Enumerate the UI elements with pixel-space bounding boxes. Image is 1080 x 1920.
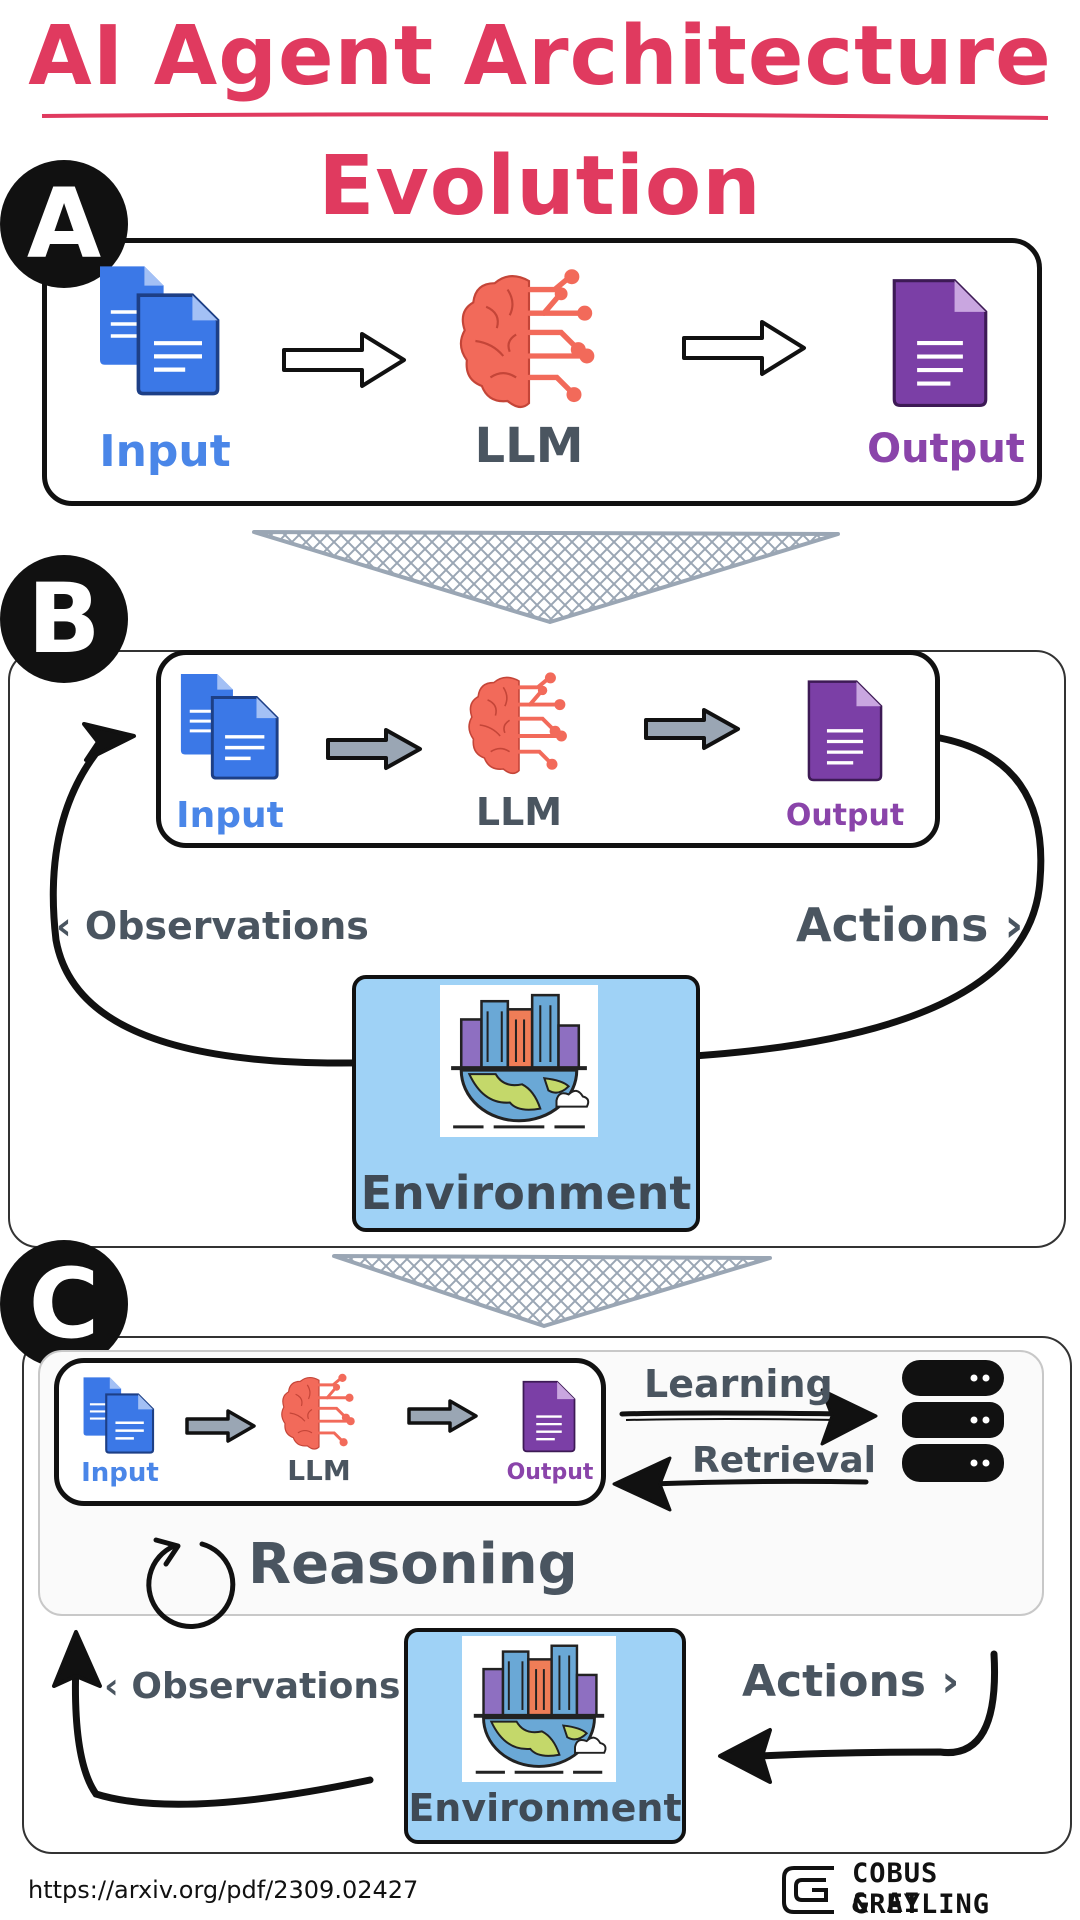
panel-a-input-label: Input: [99, 426, 231, 477]
page-title-line-1: AI Agent Architecture: [28, 9, 1052, 104]
page-title-line-2: Evolution: [318, 139, 762, 234]
panel-c-frame: [22, 1336, 1072, 1854]
panel-b-input-label: Input: [176, 795, 284, 836]
brand-name-line-1: COBUS GREYLING: [852, 1858, 991, 1920]
panel-b-environment-label: Environment: [360, 1166, 692, 1220]
arrow-right-icon: [407, 1399, 478, 1433]
source-url-link[interactable]: https://arxiv.org/pdf/2309.02427: [28, 1876, 419, 1904]
panel-b-actions-label: Actions ›: [796, 898, 1024, 952]
arrow-right-icon: [644, 708, 740, 750]
panel-c-observations-label: ‹ Observations: [104, 1666, 401, 1707]
panel-c-environment-image: [462, 1636, 616, 1782]
panel-a-frame: [42, 238, 1042, 506]
panel-b-llm-label: LLM: [475, 790, 563, 834]
panel-c-input-label: Input: [81, 1458, 159, 1488]
database-icon: [902, 1360, 1004, 1482]
panel-c-reasoning-label: Reasoning: [248, 1532, 578, 1597]
arrow-right-icon: [185, 1409, 256, 1443]
hatched-down-arrow-icon: [332, 1254, 772, 1328]
arrow-right-icon: [282, 332, 406, 388]
panel-c-actions-label: Actions ›: [742, 1656, 960, 1707]
brand-name-line-2: & AI: [852, 1888, 922, 1919]
brand-logo-icon: [782, 1866, 834, 1914]
panel-b-output-label: Output: [785, 798, 905, 833]
title-underline: [41, 112, 1049, 120]
badge-b: B: [0, 555, 128, 683]
panel-c-retrieval-label: Retrieval: [692, 1440, 876, 1481]
badge-c: C: [0, 1240, 128, 1368]
panel-c-output-label: Output: [506, 1460, 594, 1485]
city-globe-icon: [462, 1636, 616, 1782]
arrow-right-icon: [682, 320, 806, 376]
hatched-down-arrow-icon: [252, 530, 840, 624]
panel-c-learning-label: Learning: [644, 1362, 833, 1406]
badge-a: A: [0, 160, 128, 288]
arrow-right-icon: [326, 728, 422, 770]
panel-c-llm-label: LLM: [287, 1454, 351, 1487]
refresh-cycle-icon: [146, 1537, 236, 1629]
panel-b-observations-label: ‹ Observations: [56, 904, 369, 948]
panel-a-output-label: Output: [867, 426, 1025, 472]
panel-a-llm-label: LLM: [474, 418, 584, 474]
panel-c-environment-label: Environment: [408, 1786, 682, 1830]
panel-b-environment-image: [440, 985, 598, 1137]
